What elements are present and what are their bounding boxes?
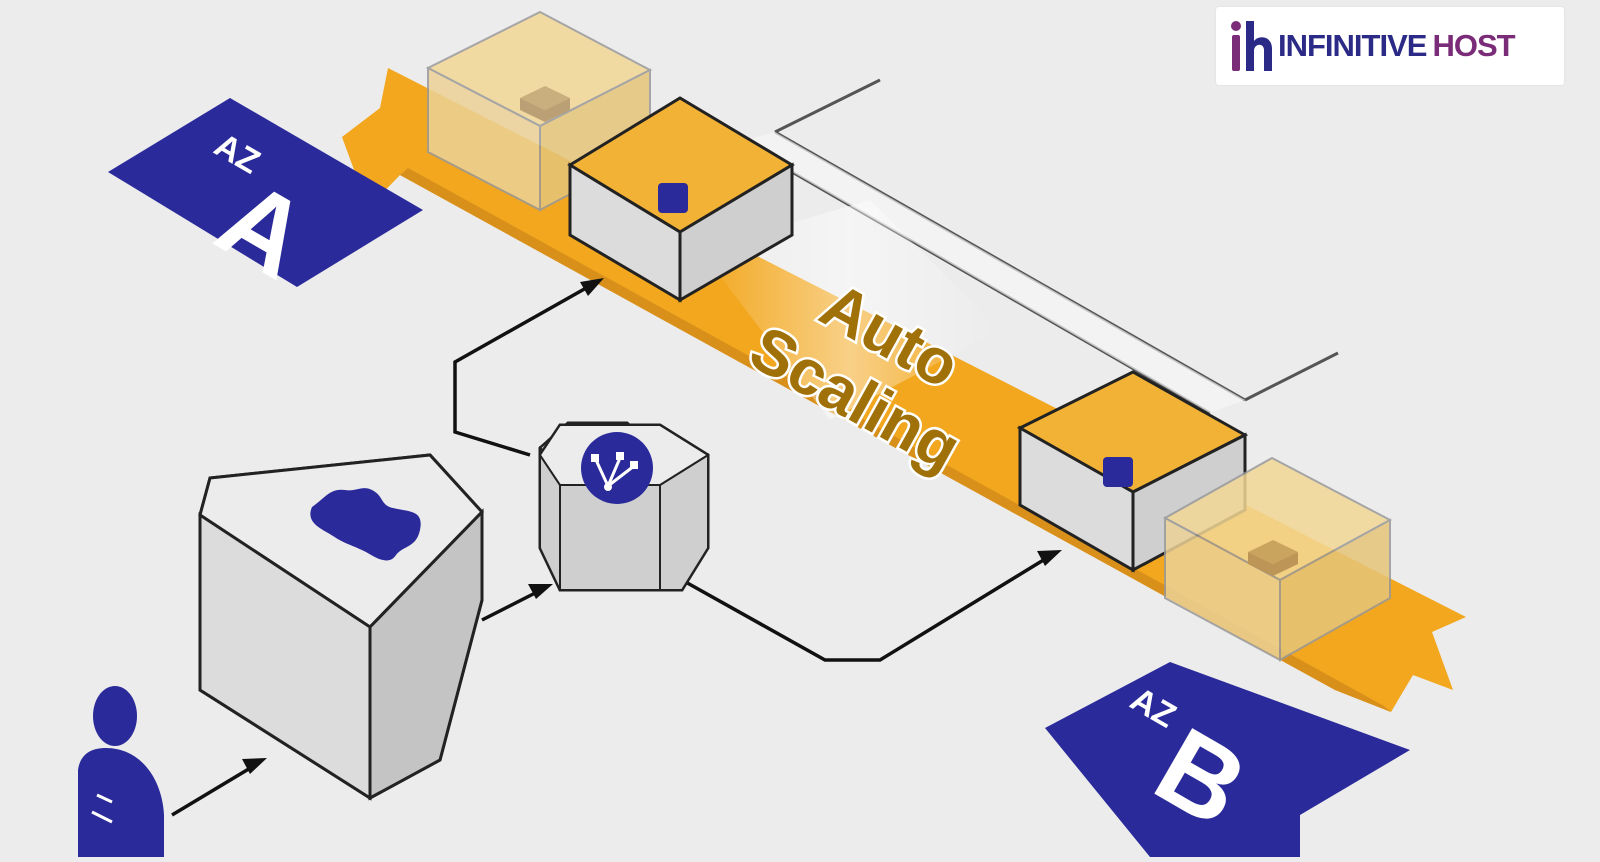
arrow-head-waf	[242, 758, 267, 774]
ghost-instance-b	[1162, 456, 1393, 662]
load-balancer-icon-glyph	[594, 457, 635, 488]
instance-b	[1016, 370, 1249, 573]
instance-a	[567, 96, 795, 303]
connection-lines	[171, 281, 1051, 817]
arrow-head-instance-a	[580, 278, 604, 296]
arrow-head-lb	[528, 584, 553, 599]
instance-chip-icon	[658, 183, 688, 213]
brand-name-part-2: HOST	[1432, 28, 1515, 63]
waf-block	[198, 453, 485, 801]
arrow-head-instance-b	[1037, 550, 1062, 566]
user-to-waf-line	[171, 762, 258, 817]
brand-name-part-1: INFINITIVE	[1278, 28, 1427, 63]
band-glare	[700, 200, 1000, 420]
arrow-heads	[242, 278, 1062, 774]
az-b-badge: AZ B	[1045, 662, 1410, 857]
shield-icon	[310, 488, 421, 561]
logo-mark-icon	[1231, 21, 1272, 71]
load-balancer-body	[538, 423, 710, 592]
auto-scaling-band-shade	[400, 168, 1391, 712]
lb-to-instance-b-line	[681, 554, 1051, 662]
lb-to-instance-a-line	[453, 281, 596, 457]
user-icon	[78, 686, 164, 857]
instance-chip-icon	[1103, 457, 1133, 487]
